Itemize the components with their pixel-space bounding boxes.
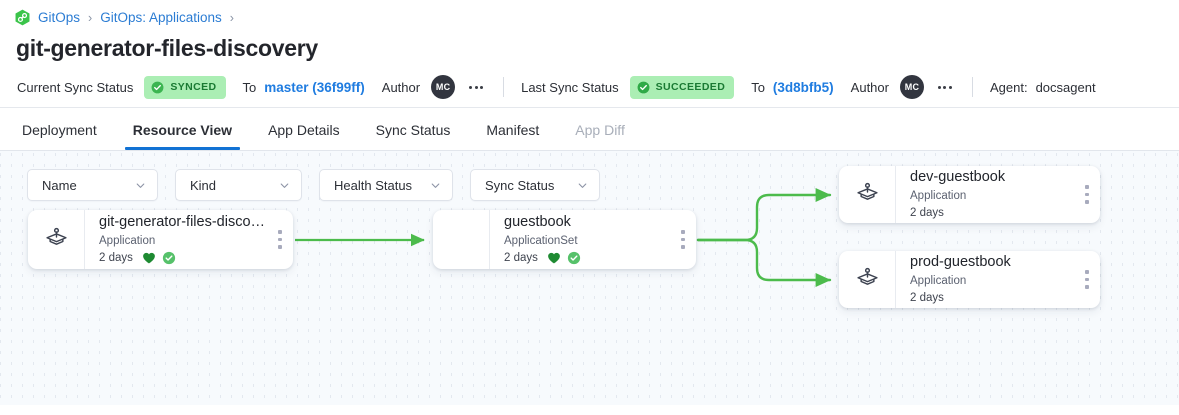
gitops-hexagon-logo-icon <box>15 9 30 26</box>
sync-check-circle-icon <box>567 251 581 265</box>
graph-node-body: git-generator-files-disco… Application 2… <box>84 210 267 269</box>
current-to-label: To <box>242 79 257 95</box>
current-revision-link[interactable]: master (36f99ff) <box>264 79 365 95</box>
tab-app-diff: App Diff <box>575 122 625 138</box>
argo-application-icon <box>839 166 895 223</box>
graph-node-meta: 2 days <box>910 291 1074 305</box>
breadcrumb: GitOps › GitOps: Applications › <box>0 0 1179 26</box>
graph-node-kind: Application <box>99 235 156 247</box>
current-sync-status-badge-text: SYNCED <box>170 81 217 93</box>
graph-node-title: git-generator-files-disco… <box>99 214 266 230</box>
status-divider-1 <box>503 77 505 97</box>
graph-node-kind: Application <box>910 275 967 287</box>
chevron-down-icon <box>136 182 145 188</box>
graph-node-kind: ApplicationSet <box>504 235 578 247</box>
filter-sync-status-label: Sync Status <box>485 177 555 193</box>
last-sync-overflow-menu-icon[interactable] <box>935 82 955 93</box>
current-author-avatar[interactable]: MC <box>431 75 456 99</box>
graph-node-overflow-menu-icon[interactable] <box>1074 166 1100 223</box>
last-to-label: To <box>751 79 765 95</box>
graph-node-title: dev-guestbook <box>910 169 1006 185</box>
graph-node-kind: Application <box>910 190 967 202</box>
argo-application-icon <box>839 251 895 308</box>
graph-node-overflow-menu-icon[interactable] <box>1074 251 1100 308</box>
health-heart-icon <box>548 252 560 264</box>
filter-kind[interactable]: Kind <box>175 169 302 201</box>
last-revision-link[interactable]: (3d8bfb5) <box>772 79 834 95</box>
last-author-label: Author <box>850 79 889 95</box>
agent-label: Agent: <box>989 79 1028 95</box>
graph-node-status-icons <box>547 251 581 265</box>
resource-graph-canvas[interactable]: Name Kind Health Status Sync Status <box>0 151 1179 405</box>
filter-health-status-label: Health Status <box>334 177 413 193</box>
breadcrumb-item-gitops[interactable]: GitOps <box>38 10 81 25</box>
current-author-label: Author <box>381 79 421 95</box>
filter-name-label: Name <box>42 177 77 193</box>
graph-node-body: guestbook ApplicationSet 2 days <box>489 210 670 269</box>
graph-node-icon-empty <box>433 210 489 269</box>
last-sync-status-label: Last Sync Status <box>521 79 619 95</box>
graph-node-overflow-menu-icon[interactable] <box>267 210 293 269</box>
page-title: git-generator-files-discovery <box>16 35 318 61</box>
breadcrumb-item-gitops-applications[interactable]: GitOps: Applications <box>100 10 222 25</box>
tab-bar: Deployment Resource View App Details Syn… <box>0 108 1179 151</box>
graph-node-age: 2 days <box>910 207 944 219</box>
graph-node-title: prod-guestbook <box>910 254 1011 270</box>
current-sync-overflow-menu-icon[interactable] <box>466 82 486 93</box>
graph-node-dev-guestbook[interactable]: dev-guestbook Application 2 days <box>839 166 1100 223</box>
last-sync-status-badge-text: SUCCEEDED <box>655 81 726 93</box>
filter-name[interactable]: Name <box>27 169 158 201</box>
argo-application-icon <box>28 210 84 269</box>
chevron-down-icon <box>280 182 289 188</box>
graph-node-guestbook[interactable]: guestbook ApplicationSet 2 days <box>433 210 696 269</box>
graph-node-age: 2 days <box>504 252 538 264</box>
graph-node-body: dev-guestbook Application 2 days <box>895 166 1074 223</box>
graph-node-body: prod-guestbook Application 2 days <box>895 251 1074 308</box>
graph-node-title: guestbook <box>504 214 571 230</box>
edge-appset-to-dev <box>696 188 832 242</box>
breadcrumb-separator-1: › <box>88 10 93 25</box>
graph-node-meta: 2 days <box>504 251 670 265</box>
health-heart-icon <box>143 252 155 264</box>
chevron-down-icon <box>431 182 440 188</box>
tab-resource-view[interactable]: Resource View <box>115 122 250 150</box>
filter-sync-status[interactable]: Sync Status <box>470 169 600 201</box>
graph-node-overflow-menu-icon[interactable] <box>670 210 696 269</box>
graph-node-meta: 2 days <box>910 206 1074 220</box>
status-bar: Current Sync Status SYNCED To master (36… <box>0 67 1179 108</box>
graph-node-age: 2 days <box>99 252 133 264</box>
tab-manifest[interactable]: Manifest <box>486 122 540 138</box>
filter-health-status[interactable]: Health Status <box>319 169 453 201</box>
sync-check-circle-icon <box>162 251 176 265</box>
current-sync-status-label: Current Sync Status <box>17 79 134 95</box>
tab-deployment[interactable]: Deployment <box>22 122 97 138</box>
graph-node-meta: 2 days <box>99 251 267 265</box>
status-divider-2 <box>971 77 973 97</box>
tab-sync-status[interactable]: Sync Status <box>375 122 451 138</box>
filter-kind-label: Kind <box>190 177 217 193</box>
agent-value: docsagent <box>1035 79 1096 95</box>
breadcrumb-separator-2: › <box>229 10 234 25</box>
filter-bar: Name Kind Health Status Sync Status <box>27 169 600 201</box>
graph-node-status-icons <box>142 251 176 265</box>
last-author-avatar[interactable]: MC <box>899 75 924 99</box>
graph-node-age: 2 days <box>910 292 944 304</box>
check-circle-icon <box>151 81 164 93</box>
current-sync-status-badge: SYNCED <box>144 75 226 99</box>
edge-appset-to-prod <box>696 238 832 287</box>
graph-node-git-generator-files-discovery[interactable]: git-generator-files-disco… Application 2… <box>28 210 293 269</box>
tab-app-details[interactable]: App Details <box>268 122 340 138</box>
last-sync-status-badge: SUCCEEDED <box>629 75 735 99</box>
graph-node-prod-guestbook[interactable]: prod-guestbook Application 2 days <box>839 251 1100 308</box>
chevron-down-icon <box>578 182 587 188</box>
check-circle-icon <box>637 81 650 93</box>
